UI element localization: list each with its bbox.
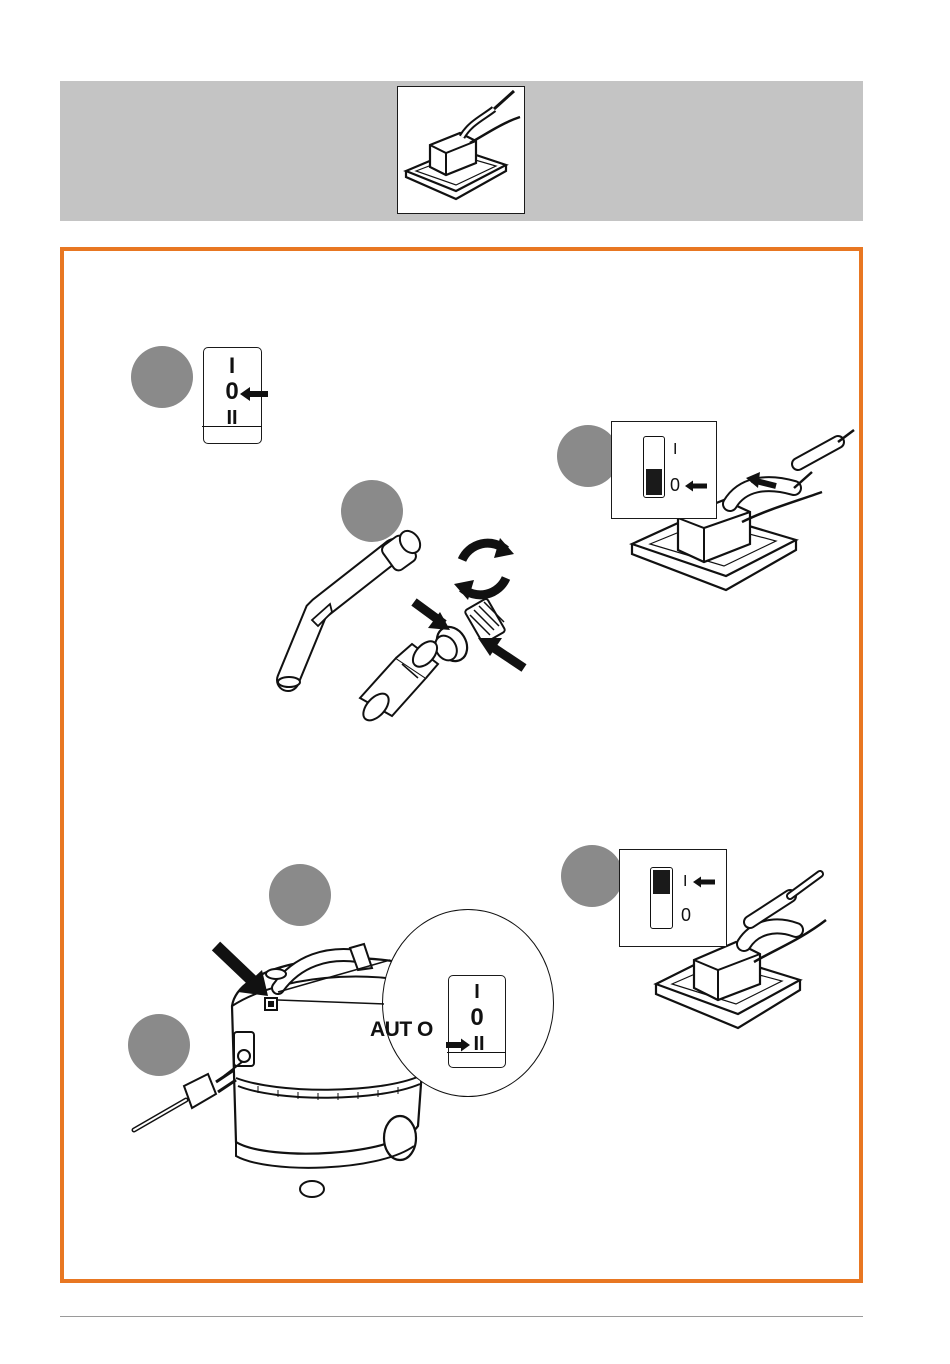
switch-label-off: 0	[465, 1006, 489, 1030]
zoom-leader-lines	[270, 900, 410, 1010]
power-switch-panel-4: I 0 II	[448, 975, 506, 1068]
switch-label-auto: II	[220, 408, 244, 428]
rocker-switch-off	[643, 436, 665, 498]
switch-base	[202, 426, 262, 444]
switch-label-on: I	[683, 874, 687, 890]
header-tool-thumbnail	[397, 86, 525, 214]
switch-base	[447, 1052, 506, 1069]
footer-rule	[60, 1316, 863, 1317]
rocker-switch-on	[650, 867, 673, 929]
switch-label-off: 0	[670, 476, 680, 494]
switch-label-on: I	[465, 982, 489, 1002]
step-marker-5	[561, 845, 623, 907]
hose-adapter-illustration	[276, 520, 536, 720]
step-marker-1	[131, 346, 193, 408]
switch-label-on: I	[673, 442, 677, 458]
switch-label-off: 0	[681, 906, 691, 924]
switch-label-on: I	[220, 355, 244, 377]
arrow-left-icon	[692, 876, 716, 888]
switch-inset-5: I 0	[619, 849, 727, 947]
auto-mode-label: AUT O	[370, 1019, 433, 1040]
power-switch-panel-1: I 0 II	[203, 347, 262, 444]
arrow-left-icon	[238, 386, 270, 402]
switch-inset-3: I 0	[611, 421, 717, 519]
arrow-left-icon	[684, 480, 708, 492]
power-tool-icon	[398, 87, 526, 215]
step-marker-3	[557, 425, 619, 487]
arrow-right-icon	[445, 1038, 471, 1052]
